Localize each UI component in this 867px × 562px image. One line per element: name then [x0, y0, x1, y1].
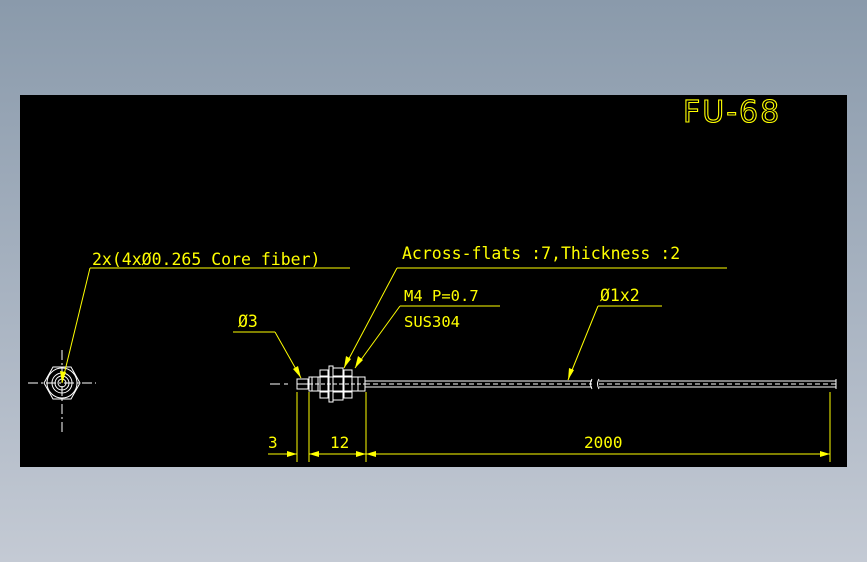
core-fiber-label: 2x(4xØ0.265 Core fiber) [92, 250, 320, 269]
cable-dia-label: Ø1x2 [600, 286, 640, 305]
across-flats-leader [343, 267, 727, 369]
dim-sleeve-length: 3 [268, 433, 278, 452]
thread-leader [354, 305, 500, 369]
core-fiber-leader [60, 267, 350, 384]
end-view [28, 350, 96, 432]
dimension-lines [268, 392, 831, 462]
dim-cable-length: 2000 [584, 433, 623, 452]
side-view [270, 365, 837, 403]
thread-label: M4 P=0.7 [404, 287, 479, 305]
dim-thread-length: 12 [330, 433, 349, 452]
sleeve-dia-leader [233, 331, 302, 379]
across-flats-label: Across-flats :7,Thickness :2 [402, 244, 680, 263]
cable-dia-leader [567, 305, 662, 381]
sleeve-dia-label: Ø3 [238, 312, 258, 331]
drawing-canvas [20, 95, 847, 467]
material-label: SUS304 [404, 313, 460, 331]
drawing-title: FU-68 [683, 95, 781, 130]
